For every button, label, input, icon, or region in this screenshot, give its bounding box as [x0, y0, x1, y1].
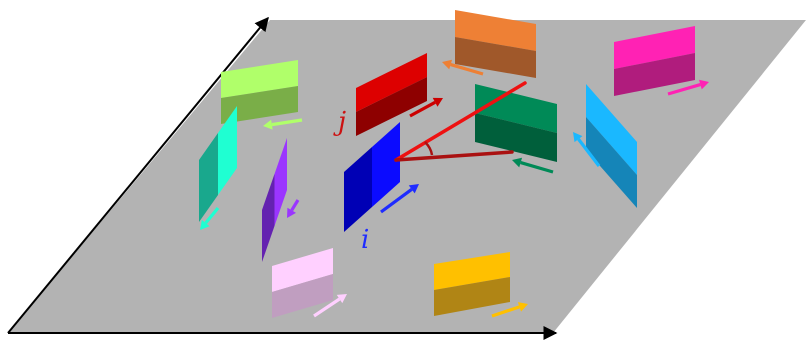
panel-pink	[272, 248, 333, 318]
panel-blue	[344, 122, 400, 232]
panel-gold	[434, 252, 510, 316]
panel-purple-top-half	[274, 138, 287, 226]
panel-purple	[262, 138, 287, 262]
panel-blue-top-half	[372, 122, 400, 207]
direction-arrow-pink	[313, 294, 347, 318]
direction-arrow-red	[409, 97, 443, 118]
direction-arrow-orange	[442, 59, 484, 76]
panel-red	[356, 53, 427, 136]
y-axis-arrow	[7, 16, 269, 334]
panel-magenta-bottom-half	[614, 53, 695, 96]
direction-arrow-blue	[380, 184, 419, 214]
angle-arc	[424, 141, 434, 156]
ground-plane	[8, 20, 806, 333]
panel-blue-bottom-half	[344, 147, 372, 232]
panel-green-bottom-half	[475, 113, 557, 162]
panel-pink-bottom-half	[272, 274, 333, 318]
label-i: i	[361, 225, 369, 255]
panel-orange-bottom-half	[455, 37, 536, 78]
direction-arrow-lime	[263, 118, 303, 130]
panel-gold-bottom-half	[434, 277, 510, 316]
connector-line-to-green	[394, 150, 514, 162]
panel-gold-top-half	[434, 252, 510, 290]
panel-red-bottom-half	[356, 77, 427, 136]
panel-lime-top-half	[221, 60, 298, 98]
direction-arrows-layer	[200, 59, 709, 318]
panels-layer	[199, 10, 695, 318]
panel-red-top-half	[356, 53, 427, 112]
panel-orange	[455, 10, 536, 78]
panel-cyan-top-half	[218, 106, 237, 195]
direction-arrow-magenta	[667, 79, 709, 96]
direction-arrow-purple	[287, 199, 300, 218]
panel-pink-top-half	[272, 248, 333, 292]
panel-orange-top-half	[455, 10, 536, 51]
panel-green	[475, 84, 557, 162]
panel-magenta	[614, 26, 695, 96]
connector-line-to-orange	[394, 81, 527, 162]
direction-arrow-skyblue	[573, 132, 601, 167]
panel-skyblue-top-half	[586, 84, 637, 175]
connectors-layer	[394, 81, 527, 162]
panel-lime-bottom-half	[221, 86, 298, 124]
panel-cyan	[199, 106, 237, 222]
panel-green-top-half	[475, 84, 557, 133]
panel-magenta-top-half	[614, 26, 695, 69]
panel-lime	[221, 60, 298, 124]
panel-cyan-bottom-half	[199, 133, 218, 222]
direction-arrow-gold	[491, 302, 528, 318]
direction-arrow-cyan	[200, 206, 220, 230]
panel-purple-bottom-half	[262, 174, 275, 262]
panel-skyblue-bottom-half	[586, 117, 637, 208]
panel-skyblue	[586, 84, 637, 208]
direction-arrow-green	[512, 157, 554, 174]
